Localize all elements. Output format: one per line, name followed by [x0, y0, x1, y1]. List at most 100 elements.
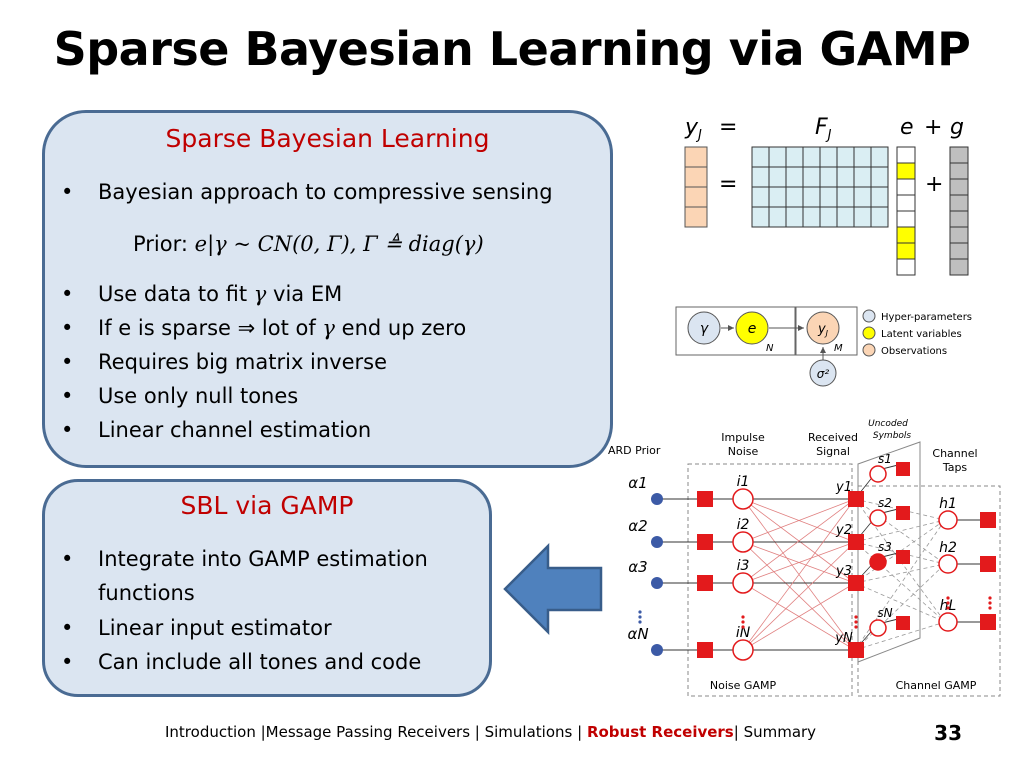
alpha-node	[651, 493, 663, 505]
edge	[742, 541, 856, 651]
f-cell	[870, 146, 889, 168]
y-factor	[848, 575, 864, 591]
prior-factor	[697, 534, 713, 550]
edge	[854, 582, 946, 623]
g-cell	[949, 226, 969, 244]
svg-text:Taps: Taps	[942, 461, 968, 474]
h-label: hL	[940, 598, 957, 614]
s-factor	[896, 462, 910, 476]
edge	[854, 519, 946, 543]
channel-gamp-label: Channel GAMP	[896, 679, 977, 692]
s-factor	[896, 616, 910, 630]
edge	[854, 498, 946, 521]
sbl-gamp-panel: SBL via GAMP • Integrate into GAMP estim…	[42, 479, 492, 697]
edge	[742, 541, 856, 584]
f-cell	[768, 206, 787, 228]
edge	[742, 498, 856, 651]
svg-text:Signal: Signal	[816, 445, 850, 458]
footer-part1: Introduction |Message Passing Receivers …	[165, 723, 587, 741]
h-node	[938, 510, 958, 530]
f-cell	[802, 146, 821, 168]
f-cell	[836, 186, 855, 208]
y-label: yN	[834, 631, 853, 646]
ellipsis-dot	[741, 625, 745, 629]
f-cell	[819, 146, 838, 168]
i-label: iN	[736, 625, 751, 641]
y-node	[806, 311, 840, 345]
f-cell	[802, 166, 821, 188]
g-cell	[949, 146, 969, 164]
ellipsis-dot	[638, 610, 642, 614]
edge	[854, 541, 946, 565]
ellipsis-dot	[946, 606, 950, 610]
y-label: y2	[835, 523, 852, 538]
f-cell	[819, 166, 838, 188]
edge	[854, 498, 946, 565]
prior-line: Prior: e|γ ~ CN(0, Γ), Γ ≜ diag(γ)	[133, 232, 484, 256]
plus2: +	[925, 172, 943, 197]
page-number: 33	[934, 721, 962, 745]
ellipsis-dot	[854, 625, 858, 629]
g-cell	[949, 194, 969, 212]
footer-nav: Introduction |Message Passing Receivers …	[165, 723, 816, 741]
y-node-label: yJ	[817, 322, 829, 338]
ellipsis-dot	[741, 615, 745, 619]
svg-text:Channel: Channel	[932, 447, 977, 460]
edge	[854, 563, 946, 584]
prior-factor	[697, 642, 713, 658]
y-label: y1	[835, 480, 852, 495]
ellipsis-dot	[988, 606, 992, 610]
ellipsis-dot	[988, 596, 992, 600]
s-node	[869, 465, 887, 483]
f-cell	[785, 166, 804, 188]
f-cell	[751, 146, 770, 168]
noise-gamp-label: Noise GAMP	[710, 679, 777, 692]
svg-text:Impulse: Impulse	[721, 431, 765, 444]
f-cell	[870, 206, 889, 228]
g-cell	[949, 162, 969, 180]
footer-part2: | Summary	[733, 723, 817, 741]
e-cell	[896, 178, 916, 196]
h-factor	[980, 614, 996, 630]
h-factor	[980, 512, 996, 528]
gamma-node	[687, 311, 721, 345]
legend-obs: Observations	[881, 346, 947, 357]
sbl-heading: Sparse Bayesian Learning	[165, 124, 490, 153]
edge	[742, 498, 856, 543]
s-factor	[896, 506, 910, 520]
ellipsis-dot	[946, 601, 950, 605]
e-label: e	[900, 115, 914, 140]
g-cell	[949, 258, 969, 276]
legend-latent: Latent variables	[881, 329, 962, 340]
h-label: h1	[939, 496, 957, 512]
f-cell	[785, 206, 804, 228]
i-node	[732, 572, 754, 594]
f-cell	[853, 206, 872, 228]
ard-prior-label: ARD Prior	[608, 444, 661, 457]
f-matrix	[751, 146, 889, 228]
f-cell	[768, 166, 787, 188]
e-cell	[896, 242, 916, 260]
f-cell	[836, 206, 855, 228]
f-cell	[836, 166, 855, 188]
edge	[742, 498, 856, 584]
svg-text:Uncoded: Uncoded	[868, 419, 908, 429]
s-node	[869, 509, 887, 527]
f-cell	[785, 146, 804, 168]
f-cell	[768, 186, 787, 208]
symbols-plane	[857, 441, 921, 663]
ellipsis-dot	[946, 596, 950, 600]
i-label: i2	[737, 517, 750, 533]
gamp-heading: SBL via GAMP	[180, 491, 354, 520]
g-cell	[949, 242, 969, 260]
alpha-label: αN	[627, 625, 648, 643]
e-cell	[896, 226, 916, 244]
eq1: =	[719, 115, 737, 140]
f-cell	[819, 186, 838, 208]
s-node	[869, 553, 887, 571]
g-cell	[949, 210, 969, 228]
eq2: =	[719, 172, 737, 197]
graphical-model-figure: γ e yJ N M σ² Hyper-parameters Latent va…	[675, 306, 972, 387]
e-cell	[896, 146, 916, 164]
alpha-node	[651, 536, 663, 548]
